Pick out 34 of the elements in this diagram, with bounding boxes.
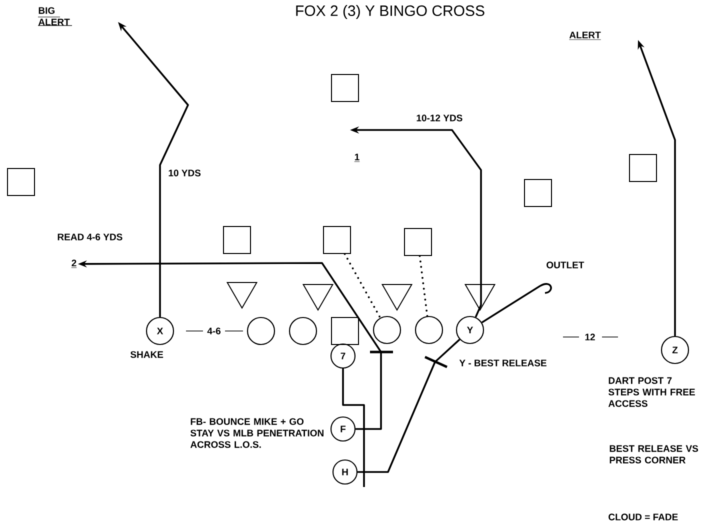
note-text: FB- BOUNCE MIKE + GO STAY VS MLB PENETRATION ACROSS L.O.S. [190,418,324,448]
player-circle [246,316,276,346]
dotted-line [418,255,428,318]
route-label: OUTLET [546,262,584,268]
note-text: DART POST 7 STEPS WITH FREE ACCESS [608,377,695,407]
player-square [7,168,35,196]
route-label: BIG ALERT [38,7,70,26]
player-square [629,154,657,182]
route-number: 2 [71,260,77,268]
dimension-label: 4-6 [207,328,221,334]
title: FOX 2 (3) Y BINGO CROSS [296,5,484,19]
route-label: 1 [354,154,360,162]
player-circle [372,316,402,344]
player-circle [288,316,318,346]
route-label: ALERT [569,32,602,40]
player-square [524,179,552,207]
player-square [331,74,359,102]
route-label: 10 YDS [168,170,201,176]
route-label: BEST RELEASE VS PRESS CORNER [610,445,698,464]
route-label: READ 4-6 YDS [58,234,122,240]
player-circle [414,316,444,344]
player-square [331,317,359,345]
player-square [223,226,251,254]
note-text: SHAKE [130,351,164,358]
player-square [404,228,432,256]
route-line [481,283,552,324]
dotted-line [344,253,382,319]
route-label: Y - BEST RELEASE [459,360,546,366]
route-line [342,368,365,487]
dimension-label: 12 [585,334,595,340]
route-line [358,338,460,473]
player-square [323,226,351,254]
route-label: CLOUD = FADE [608,514,678,520]
route-label: 10-12 YDS [416,114,462,122]
